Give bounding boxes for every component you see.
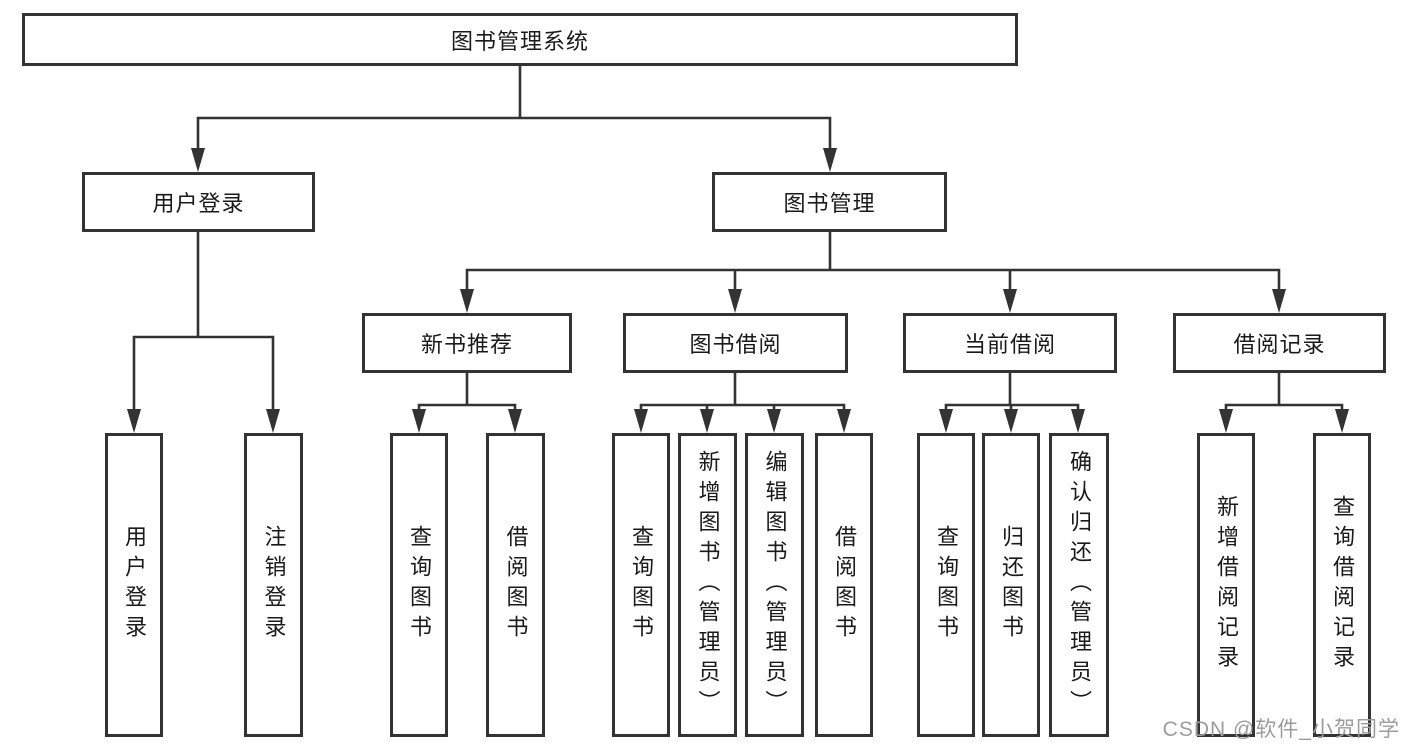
leaf-br-query-record: 查询借阅记录	[1313, 433, 1371, 737]
connector-book-borrow-to-leaves	[634, 371, 851, 433]
connector-new-book-rec-to-leaves	[412, 371, 522, 433]
leaf-br-query-record-label: 查询借阅记录	[1330, 495, 1355, 675]
connector-book-mgmt-to-level3	[460, 230, 1286, 313]
leaf-bb-edit-books-label: 编辑图书（管理员）	[762, 450, 788, 720]
connector-user-login-to-leaves	[127, 230, 280, 433]
leaf-cb-return-books: 归还图书	[982, 433, 1040, 737]
node-root-label: 图书管理系统	[450, 28, 589, 54]
leaf-cb-query-books: 查询图书	[917, 433, 975, 737]
leaf-rec-query-books-label: 查询图书	[407, 525, 432, 645]
node-borrow-records: 借阅记录	[1173, 313, 1386, 373]
leaf-cb-return-books-label: 归还图书	[999, 525, 1024, 645]
leaf-logout: 注销登录	[244, 433, 303, 737]
leaf-rec-borrow-books: 借阅图书	[486, 433, 545, 737]
node-user-login: 用户登录	[82, 172, 315, 232]
leaf-bb-edit-books: 编辑图书（管理员）	[745, 433, 804, 737]
node-current-borrow: 当前借阅	[903, 313, 1117, 373]
node-book-borrow: 图书借阅	[623, 313, 848, 373]
leaf-rec-query-books: 查询图书	[390, 433, 448, 737]
leaf-cb-confirm-return-label: 确认归还（管理员）	[1067, 450, 1092, 720]
node-book-borrow-label: 图书借阅	[689, 332, 782, 357]
leaf-bb-borrow-books-label: 借阅图书	[832, 525, 857, 645]
leaf-logout-label: 注销登录	[261, 525, 287, 645]
node-new-book-rec: 新书推荐	[362, 313, 572, 373]
node-current-borrow-label: 当前借阅	[963, 332, 1056, 357]
node-root: 图书管理系统	[22, 13, 1018, 66]
node-borrow-records-label: 借阅记录	[1233, 332, 1326, 357]
leaf-br-add-record: 新增借阅记录	[1197, 433, 1255, 737]
leaf-bb-add-books-label: 新增图书（管理员）	[695, 450, 721, 720]
leaf-br-add-record-label: 新增借阅记录	[1214, 495, 1239, 675]
csdn-watermark: CSDN @软件_小贺同学	[1162, 718, 1400, 741]
leaf-cb-confirm-return: 确认归还（管理员）	[1049, 433, 1109, 737]
connector-root-to-level2	[191, 64, 837, 172]
node-new-book-rec-label: 新书推荐	[420, 332, 513, 357]
connector-current-borrow-to-leaves	[939, 371, 1085, 433]
leaf-bb-query-books-label: 查询图书	[629, 525, 654, 645]
leaf-user-login-label: 用户登录	[122, 525, 147, 645]
node-user-login-label: 用户登录	[152, 191, 245, 216]
node-book-mgmt-label: 图书管理	[783, 191, 876, 216]
leaf-bb-add-books: 新增图书（管理员）	[678, 433, 737, 737]
connector-borrow-records-to-leaves	[1219, 371, 1349, 433]
node-book-mgmt: 图书管理	[712, 172, 947, 232]
leaf-bb-borrow-books: 借阅图书	[815, 433, 873, 737]
leaf-user-login: 用户登录	[105, 433, 163, 737]
leaf-cb-query-books-label: 查询图书	[934, 525, 959, 645]
leaf-bb-query-books: 查询图书	[612, 433, 670, 737]
leaf-rec-borrow-books-label: 借阅图书	[503, 525, 529, 645]
